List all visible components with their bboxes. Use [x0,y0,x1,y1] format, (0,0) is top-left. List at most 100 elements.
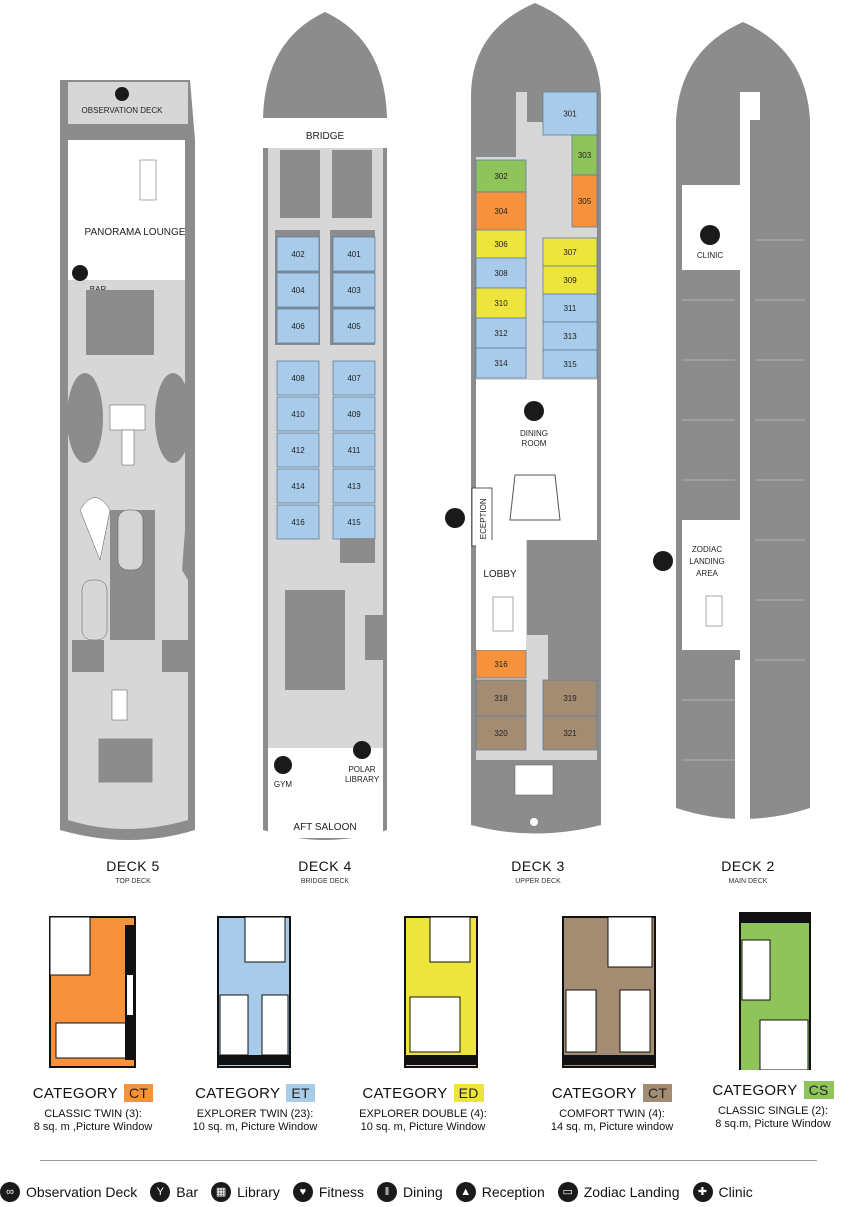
cabin-number: 401 [347,250,361,259]
legend-label: Library [237,1184,280,1200]
category-badge-ed: ED [453,1084,484,1102]
reception-icon [445,508,465,528]
cabin-number: 318 [494,694,508,703]
deck5-observation-area [68,82,188,124]
deck3-reception-label: RECEPTION [479,498,488,545]
deck5-lounge-label: PANORAMA LOUNGE [85,227,186,238]
cabin-number: 416 [291,518,305,527]
category-description: CLASSIC SINGLE (2): 8 sq.m, Picture Wind… [715,1105,831,1130]
cabin-319: 319 [542,679,598,717]
cabin-number: 307 [563,248,577,257]
deck2-zodiac-label-3: AREA [696,569,718,578]
cabin-plan-classic-twin [49,916,136,1068]
zodiac-landing-icon [653,551,673,571]
deck4-title: DECK 4 [298,858,352,874]
cabin-316: 316 [475,649,527,679]
bell-icon: ▲ [455,1182,476,1202]
cabin-304: 304 [475,191,527,231]
deck4-library-label-2: LIBRARY [345,775,380,784]
cabin-number: 303 [578,151,592,160]
deck2-zodiac-label-2: LANDING [689,557,725,566]
cabin-number: 407 [347,374,361,383]
category-label: CATEGORY [712,1081,798,1099]
deck4-bridge-label: BRIDGE [306,131,345,142]
legend-label: Dining [403,1184,443,1200]
cabin-plans [49,912,811,1070]
deck4-cabins: 4024044064084104124144164014034054074094… [276,236,376,540]
cabin-410: 410 [276,396,320,432]
category-label: CATEGORY [195,1084,281,1102]
deck4-library-label-1: POLAR [348,765,375,774]
legend-label: Clinic [718,1184,753,1200]
cabin-number: 413 [347,482,361,491]
legend-label: Reception [481,1184,545,1200]
dining-icon [524,401,544,421]
cabin-plan-classic-single [739,912,811,1070]
cabin-308: 308 [475,257,527,289]
cabin-307: 307 [542,237,598,267]
zodiac-boat-icon: ▭ [557,1182,578,1202]
category-description: CLASSIC TWIN (3): 8 sq. m ,Picture Windo… [33,1108,153,1133]
cabin-number: 411 [348,446,361,455]
deck5-plan: OBSERVATION DECK PANORAMA LOUNGE BAR [60,80,195,840]
cabin-number: 305 [578,197,592,206]
deck4-subtitle: BRIDGE DECK [300,878,350,885]
library-icon [353,741,371,759]
binoculars-icon: ∞ [0,1182,20,1202]
deck5-lounge [68,140,185,280]
cabin-407: 407 [332,360,376,396]
legend-item-zodiac-landing: ▭ Zodiac Landing [557,1182,680,1202]
cabin-401: 401 [332,236,376,272]
cabin-414: 414 [276,468,320,504]
cabin-number: 316 [494,660,508,669]
legend-label: Zodiac Landing [583,1184,680,1200]
legend-label: Fitness [318,1184,364,1200]
cabin-303: 303 [571,134,598,176]
deck2-clinic-label: CLINIC [697,251,723,260]
cabin-number: 315 [563,360,577,369]
cabin-309: 309 [542,265,598,295]
cabin-412: 412 [276,432,320,468]
cabin-number: 408 [291,374,305,383]
cabin-number: 414 [291,482,305,491]
cabin-number: 320 [494,729,508,738]
legend-divider [40,1160,817,1161]
cabin-number: 306 [494,240,508,249]
cabin-number: 310 [494,299,508,308]
category-label: CATEGORY [362,1084,448,1102]
cabin-320: 320 [475,715,527,751]
bar-icon [72,265,88,281]
deck2-title: DECK 2 [721,858,775,874]
deck3-dining-label-2: ROOM [522,439,547,448]
legend-item-library: ▦ Library [211,1182,280,1202]
heart-icon: ♥ [292,1182,313,1202]
cutlery-icon: ǁ [377,1182,397,1202]
cabin-415: 415 [332,504,376,540]
cabin-number: 314 [494,359,508,368]
book-icon: ▦ [211,1182,232,1202]
cabin-306: 306 [475,229,527,259]
deck5-subtitle: TOP DECK [115,878,151,885]
cabin-408: 408 [276,360,320,396]
deck-plans: OBSERVATION DECK PANORAMA LOUNGE BAR BRI… [60,3,810,840]
gym-icon [274,756,292,774]
legend-item-reception: ▲ Reception [455,1182,545,1202]
cabin-403: 403 [332,272,376,308]
cabin-number: 404 [291,286,305,295]
cabin-plan-explorer-twin [217,916,291,1068]
cabin-302: 302 [475,159,527,193]
category-label: CATEGORY [32,1084,118,1102]
cabin-plan-explorer-double [404,916,478,1068]
cabin-310: 310 [475,287,527,319]
cabin-number: 308 [494,269,508,278]
cabin-413: 413 [332,468,376,504]
cabin-406: 406 [276,308,320,344]
cabin-318: 318 [475,679,527,717]
cabin-number: 304 [494,207,508,216]
cabin-305: 305 [571,174,598,228]
deck4-plan: BRIDGE 402404406408410412414416401403405… [263,12,387,840]
cabin-404: 404 [276,272,320,308]
cabin-number: 301 [563,110,577,119]
